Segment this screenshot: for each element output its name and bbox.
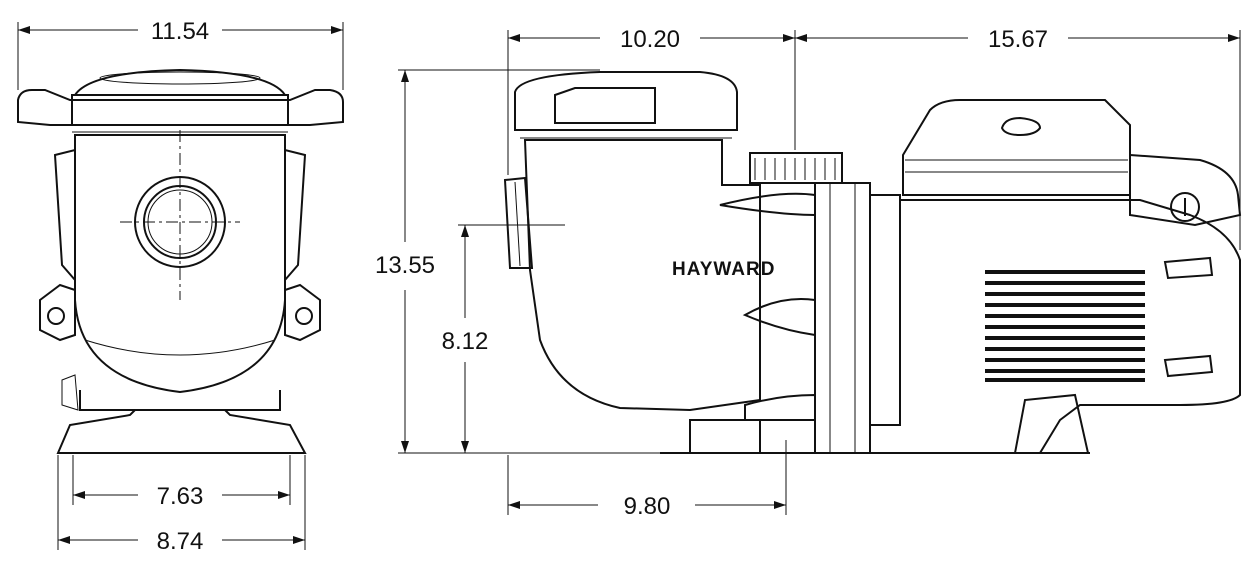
- side-view: HAYWARD: [503, 71, 1242, 454]
- dim-inlet-height: 8.12: [442, 328, 489, 355]
- motor-cooling-fins: [985, 270, 1145, 382]
- hayward-logo: HAYWARD: [672, 259, 775, 280]
- dim-front-overall-width: 11.54: [151, 18, 209, 45]
- dim-base-length: 9.80: [624, 493, 671, 520]
- dim-motor-length: 15.67: [988, 26, 1048, 53]
- dimension-lines: 11.54 10.20 15.67 13.55 8.12 7.63 8.: [17, 18, 1241, 555]
- dim-base-inner-width: 7.63: [157, 483, 204, 510]
- dim-strainer-length: 10.20: [620, 26, 680, 53]
- dim-base-outer-width: 8.74: [157, 528, 204, 555]
- dim-overall-height: 13.55: [375, 252, 435, 279]
